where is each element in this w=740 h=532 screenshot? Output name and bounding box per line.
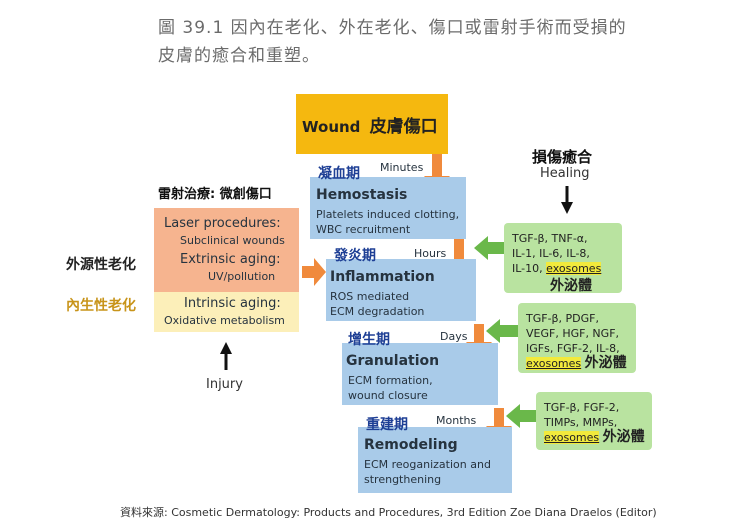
laser-extrinsic-box: Laser procedures: Subclinical wounds Ext… — [154, 208, 299, 292]
factor-box-3: TGF-β, FGF-2, TIMPs, MMPs, exosomes 外泌體 — [536, 392, 652, 450]
healing-label-zh: 損傷癒合 — [532, 148, 593, 166]
internal-aging-label: 內生性老化 — [66, 298, 136, 314]
wound-label: Wound 皮膚傷口 — [302, 112, 438, 137]
factor-box-1-line-3: IL-10, exosomes — [512, 261, 602, 276]
stage-inflammation-desc-2: ECM degradation — [330, 305, 425, 318]
stage-granulation-en: Granulation — [346, 353, 440, 369]
factor-box-2-line-2: VEGF, HGF, NGF, — [526, 327, 620, 340]
stage-granulation-time: Days — [440, 330, 468, 343]
factor-box-1-line-1: TGF-β, TNF-α, — [512, 232, 588, 245]
factor-box-2-line-4: exosomes 外泌體 — [526, 356, 627, 371]
caption-line-1: 圖 39.1 因內在老化、外在老化、傷口或雷射手術而受損的 — [158, 18, 627, 38]
source-footer: 資料來源: Cosmetic Dermatology: Products and… — [120, 506, 657, 519]
stage-granulation-zh: 增生期 — [348, 332, 390, 348]
stage-hemostasis-desc: Platelets induced clotting, WBC recruitm… — [316, 207, 459, 237]
intrinsic-aging-sub: Oxidative metabolism — [164, 314, 285, 327]
factor-box-2: TGF-β, PDGF, VEGF, HGF, NGF, IGFs, FGF-2… — [518, 303, 636, 373]
stage-remodeling-zh: 重建期 — [366, 417, 408, 433]
stage-inflammation-desc: ROS mediated ECM degradation — [330, 289, 424, 319]
stage-hemostasis-en: Hemostasis — [316, 187, 408, 203]
stage-remodeling-time: Months — [436, 414, 477, 427]
figure-caption: 圖 39.1 因內在老化、外在老化、傷口或雷射手術而受損的 皮膚的癒合和重塑。 — [158, 14, 678, 70]
stage-granulation-desc: ECM formation, wound closure — [348, 373, 433, 403]
stage-remodeling-en: Remodeling — [364, 437, 458, 453]
arrow-factors3-to-remodeling — [506, 404, 538, 428]
stage-inflammation-zh: 發炎期 — [334, 248, 376, 264]
caption-line-2: 皮膚的癒合和重塑。 — [158, 46, 320, 66]
factor-box-1-exosomes: exosomes — [546, 262, 602, 275]
black-arrows — [220, 186, 573, 370]
laser-procedures-sub: Subclinical wounds — [180, 234, 285, 247]
stage-hemostasis-time: Minutes — [380, 161, 424, 174]
factor-box-3-line-1: TGF-β, FGF-2, — [544, 401, 620, 414]
stage-inflammation-en: Inflammation — [330, 269, 435, 285]
external-aging-label: 外源性老化 — [66, 257, 136, 273]
factor-box-2-line-3: IGFs, FGF-2, IL-8, — [526, 342, 620, 355]
factor-box-1-text: TGF-β, TNF-α, IL-1, IL-6, IL-8, IL-10, e… — [512, 231, 602, 276]
healing-label-en: Healing — [540, 166, 590, 181]
stage-hemostasis-box: Hemostasis Platelets induced clotting, W… — [310, 177, 466, 239]
arrow-factors2-to-granulation — [486, 319, 518, 343]
factor-box-1: TGF-β, TNF-α, IL-1, IL-6, IL-8, IL-10, e… — [504, 223, 622, 294]
stage-granulation-desc-1: ECM formation, — [348, 374, 433, 387]
laser-procedures-title: Laser procedures: — [164, 216, 281, 231]
wound-label-zh: 皮膚傷口 — [369, 117, 438, 137]
stage-hemostasis-desc-1: Platelets induced clotting, — [316, 208, 460, 221]
healing-arrow-head — [561, 202, 573, 214]
factor-box-3-line-3: exosomes 外泌體 — [544, 430, 645, 445]
stage-hemostasis-zh: 凝血期 — [318, 166, 360, 182]
factor-box-2-line-1: TGF-β, PDGF, — [526, 312, 600, 325]
wound-box — [296, 94, 448, 154]
extrinsic-aging-title: Extrinsic aging: — [180, 252, 281, 267]
stage-inflammation-box: Inflammation ROS mediated ECM degradatio… — [326, 259, 476, 321]
factor-box-3-text: TGF-β, FGF-2, TIMPs, MMPs, exosomes 外泌體 — [544, 400, 645, 445]
stage-inflammation-time: Hours — [414, 247, 447, 260]
arrow-laser-to-inflammation — [302, 258, 326, 286]
injury-arrow-head — [220, 342, 232, 354]
stage-hemostasis-desc-2: WBC recruitment — [316, 223, 411, 236]
factor-box-1-line-2: IL-1, IL-6, IL-8, — [512, 247, 590, 260]
factor-box-2-text: TGF-β, PDGF, VEGF, HGF, NGF, IGFs, FGF-2… — [526, 311, 627, 371]
factor-box-1-zh: 外泌體 — [550, 278, 592, 294]
stage-remodeling-desc-1: ECM reoganization and — [364, 458, 491, 471]
stage-remodeling-desc-2: strengthening — [364, 473, 442, 486]
factor-box-2-exosomes: exosomes — [526, 357, 582, 370]
factor-box-3-exosomes: exosomes — [544, 431, 600, 444]
factor-box-2-zh: 外泌體 — [584, 355, 627, 371]
extrinsic-aging-sub: UV/pollution — [208, 270, 276, 283]
intrinsic-aging-box: Intrinsic aging: Oxidative metabolism — [154, 292, 299, 332]
stage-remodeling-desc: ECM reoganization and strengthening — [364, 457, 491, 487]
wound-label-en: Wound — [302, 118, 361, 136]
factor-box-1-line-3-text: IL-10, — [512, 262, 543, 275]
stage-remodeling-box: Remodeling ECM reoganization and strengt… — [358, 427, 512, 493]
injury-label: Injury — [206, 377, 243, 392]
stage-inflammation-desc-1: ROS mediated — [330, 290, 410, 303]
stage-granulation-desc-2: wound closure — [348, 389, 428, 402]
factor-box-3-zh: 外泌體 — [602, 429, 645, 445]
stage-granulation-box: Granulation ECM formation, wound closure — [342, 343, 498, 405]
green-arrows — [474, 236, 538, 428]
factor-box-3-line-2: TIMPs, MMPs, — [544, 416, 618, 429]
laser-treatment-title: 雷射治療: 微創傷口 — [158, 187, 272, 202]
intrinsic-aging-title: Intrinsic aging: — [184, 296, 281, 311]
arrow-factors1-to-inflammation — [474, 236, 504, 260]
